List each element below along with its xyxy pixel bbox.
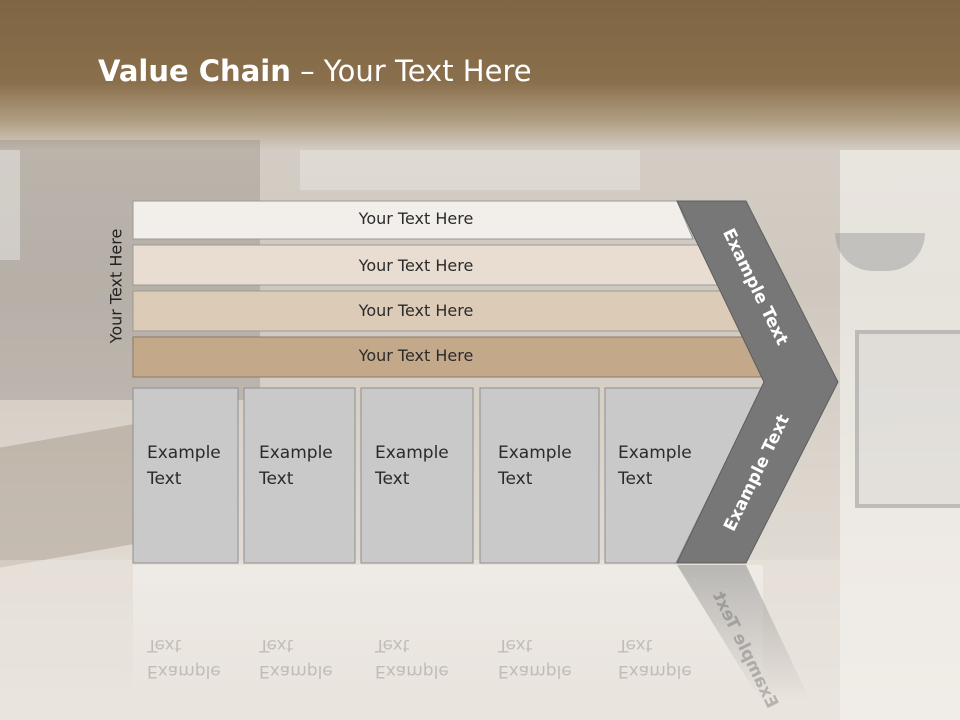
reflection-text-3: Example Text xyxy=(375,632,449,684)
band-label-2: Your Text Here xyxy=(358,256,474,275)
reflection-text-4-line1: Example xyxy=(498,661,572,681)
chevron-arrow xyxy=(676,200,839,564)
reflection-text-5-line2: Text xyxy=(618,635,653,655)
band-label-4: Your Text Here xyxy=(358,346,474,365)
column-text-4-line2: Text xyxy=(498,469,533,489)
title-rest: – Your Text Here xyxy=(290,54,532,88)
column-text-5-line1: Example xyxy=(618,443,692,463)
reflection-text-2-line1: Example xyxy=(259,661,333,681)
band-label-3: Your Text Here xyxy=(358,301,474,320)
title-bold: Value Chain xyxy=(98,54,291,88)
title-bar xyxy=(0,0,960,150)
column-text-2-line1: Example xyxy=(259,443,333,463)
column-text-4-line1: Example xyxy=(498,443,572,463)
column-text-3-line2: Text xyxy=(375,469,410,489)
reflection-text-2-line2: Text xyxy=(259,635,294,655)
reflection-text-5: Example Text xyxy=(618,632,692,684)
column-box-1 xyxy=(132,387,239,564)
reflection-text-1-line1: Example xyxy=(147,661,221,681)
reflection-text-3-line2: Text xyxy=(375,635,410,655)
band-label-1: Your Text Here xyxy=(358,209,474,228)
reflection-text-1: Example Text xyxy=(147,632,221,684)
reflection-text-4-line2: Text xyxy=(498,635,533,655)
reflection-text-5-line1: Example xyxy=(618,661,692,681)
band-1 xyxy=(132,200,694,240)
reflection-text-4: Example Text xyxy=(498,632,572,684)
slide-title: Value Chain – Your Text Here xyxy=(98,54,532,88)
reflection-text-1-line2: Text xyxy=(147,635,182,655)
column-text-1-line2: Text xyxy=(147,469,182,489)
column-box-2 xyxy=(243,387,356,564)
column-box-4 xyxy=(479,387,600,564)
column-box-3 xyxy=(360,387,474,564)
column-text-2-line2: Text xyxy=(259,469,294,489)
column-text-1-line1: Example xyxy=(147,443,221,463)
reflection-text-3-line1: Example xyxy=(375,661,449,681)
reflection-columns xyxy=(133,565,763,705)
reflection-chevron xyxy=(677,565,810,700)
reflection-text-2: Example Text xyxy=(259,632,333,684)
column-box-5 xyxy=(604,387,763,564)
column-text-5-line2: Text xyxy=(618,469,653,489)
column-text-3-line1: Example xyxy=(375,443,449,463)
